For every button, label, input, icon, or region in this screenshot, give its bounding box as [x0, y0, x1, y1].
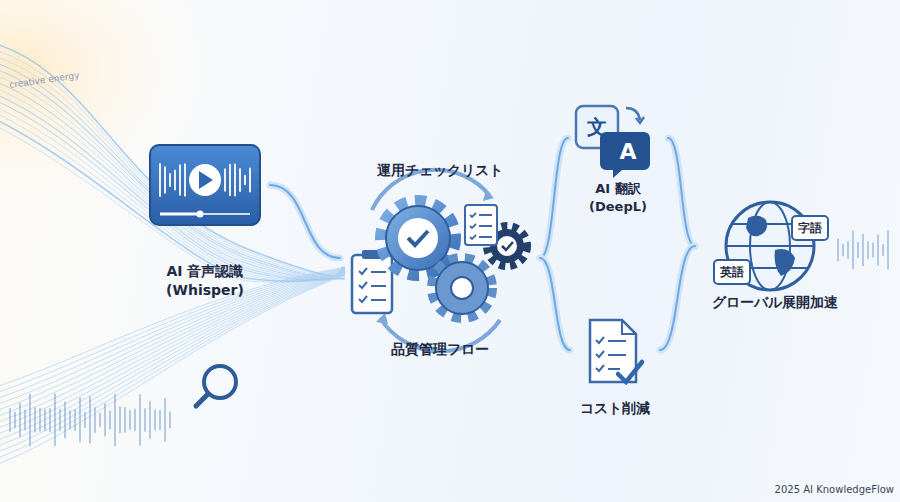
- flow-connector: [660, 246, 695, 350]
- node-label: グローバル展開加速: [695, 293, 855, 312]
- flow-connector: [270, 185, 340, 258]
- icon-node: 運用チェックリスト品質管理フロー: [340, 158, 540, 363]
- node-heading: 運用チェックリスト: [340, 161, 540, 180]
- flow-connector: [540, 258, 570, 350]
- icon-node: グローバル展開加速: [695, 196, 855, 318]
- translate-icon: [576, 106, 650, 178]
- connector-glow: [540, 258, 570, 350]
- video-icon: [150, 145, 260, 225]
- tag-label: 英語: [720, 264, 744, 281]
- magnifier-icon: [196, 366, 236, 406]
- glyph-label: A: [619, 139, 636, 164]
- gear-cluster: [352, 170, 527, 351]
- node-label: コスト削減: [570, 399, 660, 418]
- connector-glow: [660, 246, 695, 350]
- connector-line: [660, 246, 695, 350]
- connector-line: [270, 185, 340, 258]
- connector-line: [540, 258, 570, 350]
- icon-node: AI 翻訳 (DeepL): [568, 98, 668, 218]
- globe-icon: [714, 202, 828, 290]
- flow-connector: [540, 138, 568, 258]
- connector-line: [540, 138, 568, 258]
- connector-glow: [668, 138, 695, 246]
- glyph-label: 文: [587, 114, 607, 141]
- icon-node: コスト削減: [570, 314, 660, 424]
- cost-document-icon: [590, 320, 642, 382]
- footer-credit: 2025 AI KnowledgeFlow: [775, 484, 894, 495]
- flow-ribbons: [0, 40, 345, 470]
- flow-connector: [668, 138, 695, 246]
- tag-label: 字語: [798, 220, 822, 237]
- node-label: 品質管理フロー: [340, 340, 540, 359]
- node-label: AI 音声認識 (Whisper): [149, 262, 261, 300]
- connector-glow: [540, 138, 568, 258]
- connector-line: [668, 138, 695, 246]
- connector-glow: [270, 185, 340, 258]
- icon-node: AI 音声認識 (Whisper): [140, 140, 270, 302]
- node-label: AI 翻訳 (DeepL): [576, 180, 660, 215]
